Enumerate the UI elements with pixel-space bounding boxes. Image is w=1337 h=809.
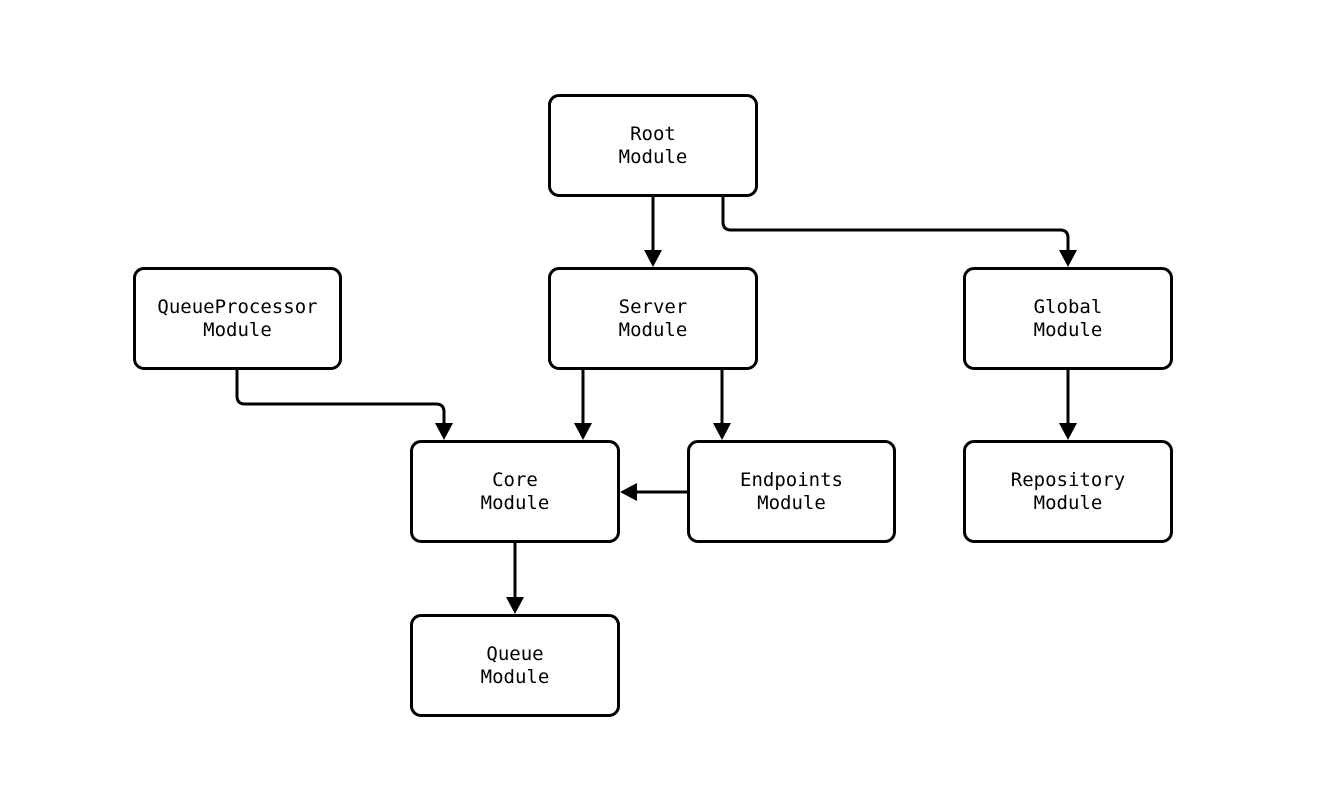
node-core-module-name: Core <box>492 468 538 491</box>
node-repository-module-suffix: Module <box>1033 491 1103 514</box>
edge-server-to-core <box>574 370 592 440</box>
edge-queueprocessor-to-core <box>235 370 453 440</box>
node-root-module[interactable]: Root Module <box>548 94 758 197</box>
node-server-module-name: Server <box>618 295 688 318</box>
node-queue-module-suffix: Module <box>480 665 550 688</box>
node-queue-module[interactable]: Queue Module <box>410 614 620 717</box>
edge-server-to-endpoints <box>713 370 731 440</box>
edge-core-to-queue <box>506 543 524 614</box>
node-repository-module[interactable]: Repository Module <box>963 440 1173 543</box>
node-global-module-name: Global <box>1033 295 1103 318</box>
node-queueprocessor-module[interactable]: QueueProcessor Module <box>133 267 342 370</box>
edge-global-to-repository <box>1059 370 1077 440</box>
node-endpoints-module-suffix: Module <box>757 491 826 514</box>
node-root-module-name: Root <box>630 122 676 145</box>
edge-root-to-global <box>721 197 1077 267</box>
node-root-module-suffix: Module <box>618 145 688 168</box>
node-queueprocessor-module-name: QueueProcessor <box>157 295 318 318</box>
edge-root-to-server <box>644 197 662 267</box>
node-global-module-suffix: Module <box>1033 318 1103 341</box>
node-core-module[interactable]: Core Module <box>410 440 620 543</box>
node-core-module-suffix: Module <box>480 491 550 514</box>
node-queue-module-name: Queue <box>486 642 544 665</box>
node-global-module[interactable]: Global Module <box>963 267 1173 370</box>
node-server-module[interactable]: Server Module <box>548 267 758 370</box>
node-server-module-suffix: Module <box>618 318 688 341</box>
node-repository-module-name: Repository <box>1010 468 1126 491</box>
node-queueprocessor-module-suffix: Module <box>203 318 272 341</box>
node-endpoints-module-name: Endpoints <box>740 468 843 491</box>
node-endpoints-module[interactable]: Endpoints Module <box>687 440 896 543</box>
edge-endpoints-to-core <box>620 483 687 501</box>
